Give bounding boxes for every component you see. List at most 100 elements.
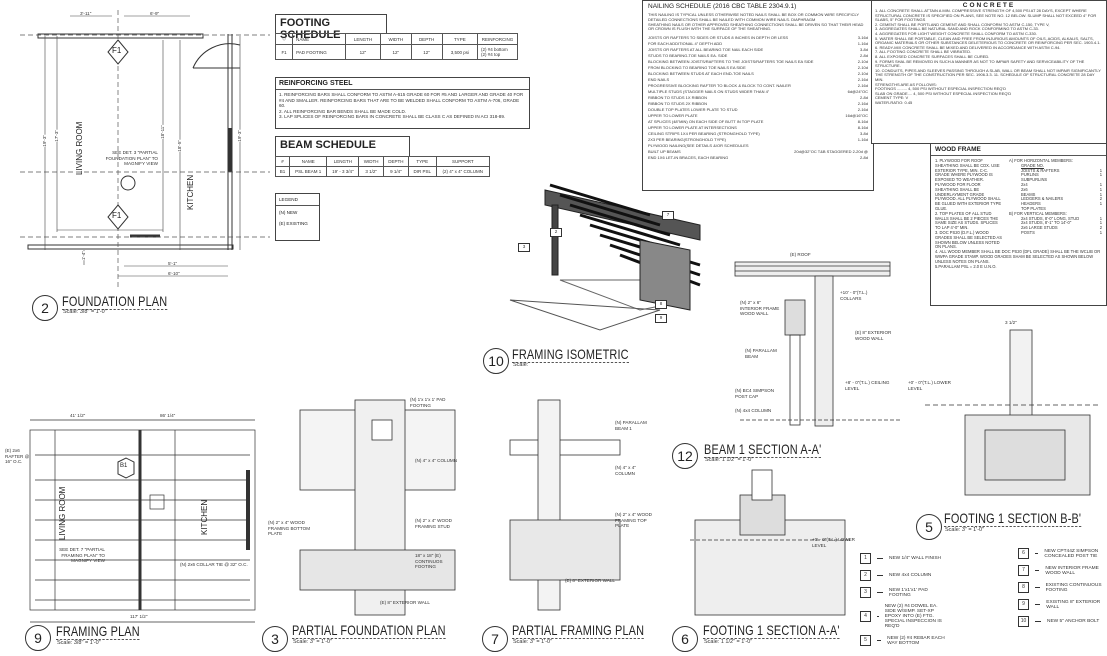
- dimension: 18'-5": [177, 140, 182, 152]
- beam-schedule-title: BEAM SCHEDULE: [275, 136, 410, 157]
- callout: (E) 8" EXTERIOR WALL: [565, 578, 615, 583]
- dimension: 3'-11": [80, 11, 92, 16]
- drawing-title: FOOTING 1 SECTION B-B': [944, 510, 1082, 527]
- keynote-tag: 2: [550, 228, 562, 237]
- keynote-tag: 3: [518, 243, 530, 252]
- cell: 3 1/2": [358, 166, 384, 177]
- callout: (N) PARALLAM BEAM 1: [615, 420, 647, 431]
- keynote-text: NEW 4x4 COLUMN: [889, 573, 932, 578]
- leader-line: [1035, 570, 1040, 571]
- dimension: 5'-1": [168, 261, 178, 266]
- note-line: 10. CONDUITS, PIPES AND SLEEVES PASSING …: [875, 67, 1101, 82]
- grade-item: SUBPURLINS: [1021, 177, 1102, 183]
- cell: 3,500 psi: [441, 44, 479, 60]
- subheading: A) FOR HORIZONTAL MEMBERS:: [1009, 158, 1073, 163]
- dimension: 6'-9": [150, 11, 160, 16]
- section-title: CONCRETE: [962, 2, 1016, 9]
- keynote-text: NEW (2) #4 DOWEL EA. SIDE W/SIMP. SET-XP…: [884, 604, 942, 629]
- nailing-item: FROM BLOCKING TO BEARING TOE NAILS EA SI…: [648, 65, 868, 71]
- item-description: CEILING STRIPS 1X4 PER BEARING (STRONGHO…: [648, 130, 760, 136]
- leader-line: [877, 616, 879, 617]
- dimension: 3 1/2": [1005, 320, 1017, 325]
- item-description: MULTIPLE STUDS (STAGGER NAILS ON STUDS W…: [648, 89, 770, 95]
- drawing-number: 12: [672, 443, 698, 469]
- grade-item: 2x6 1: [1021, 186, 1102, 193]
- nail-spec: 3-16d: [857, 35, 868, 41]
- cell: 12": [344, 44, 382, 60]
- cell: (2) #4 bottom (2) #4 top: [477, 44, 518, 60]
- callout: (N) 1'x 1'x 1' PAD FOOTING: [410, 397, 446, 408]
- cell: DIR PSL: [407, 166, 437, 177]
- drawing-scale: Scale: 1 1/2" = 1'-0": [705, 457, 754, 463]
- callout: +8' - 0"(T.L.) CEILING LEVEL: [845, 380, 890, 391]
- callout: (E) ROOF: [790, 252, 811, 257]
- dimension: 19'-3": [237, 130, 242, 142]
- member: 2x6: [1021, 186, 1028, 192]
- note-line: WATER-RATIO: 0.45: [875, 99, 913, 105]
- cell: (2) 4" x 4" COLUMN: [435, 166, 491, 177]
- dimension: 117' 1/2": [130, 614, 148, 619]
- note-line: CEMENT TYPE: V: [875, 95, 909, 101]
- col-header: DEPTH: [382, 156, 409, 167]
- nail-spec: 3-8d: [859, 47, 868, 53]
- note-line: 9. FORMS SHAL BE REMOVED IN SUCH A MANNE…: [875, 58, 1085, 69]
- note-line: 3. DOC PS20 (D.F.L.) WOOD GRADES SHALL B…: [935, 229, 1002, 250]
- leader-line: [877, 640, 882, 641]
- dimension: 19'-3": [42, 135, 47, 147]
- member: 2x4: [1021, 181, 1028, 187]
- callout: (N) PARALLAM BEAM: [745, 348, 777, 359]
- leader-line: [877, 592, 883, 593]
- nailing-item: AT SPLICES (48"MIN) ON EACH SIDE OF BUTT…: [648, 119, 868, 125]
- item-description: FROM BLOCKING TO BEARING TOE NAILS EA SI…: [648, 65, 746, 71]
- grade: 1: [1099, 229, 1102, 235]
- col-header: WIDTH: [380, 33, 412, 45]
- drawing-scale: Scale: 3" = 1'-0": [293, 639, 333, 645]
- note-line: 1. PLYWOOD FOR ROOF SHEATHING SHALL BE C…: [935, 158, 1002, 211]
- nail-spec: 2-10d: [857, 65, 868, 71]
- nail-spec: 2-8d: [859, 53, 868, 59]
- nailing-item: CEILING STRIPS 1X4 PER BEARING (STRONGHO…: [648, 130, 868, 137]
- nail-spec: 8-16d: [857, 124, 868, 130]
- keynote-number: 7: [1018, 565, 1029, 576]
- callout: +0' - 0"(T.L.) LOWER LEVEL: [908, 380, 951, 391]
- grade: 1: [1099, 186, 1102, 192]
- nailing-item: PROGRESSIVE BLOCKING RAFTER TO BLOCK & B…: [648, 83, 868, 89]
- keynote-number: 3: [860, 587, 871, 598]
- drawing-scale: Scale:: [513, 362, 529, 368]
- item-description: UPPER TO LOWER PLATE: [648, 112, 698, 118]
- keynote-text: NEW CPT44Z SIMPSON CONCEALED POST TIE: [1044, 548, 1099, 559]
- nailing-item: JOISTS OR RAFTERS AT ALL BEARING TOE NAI…: [648, 47, 868, 53]
- item-description: FOR EACH ADDITIONAL 4" DEPTH ADD: [648, 41, 723, 47]
- drawing-number: 7: [482, 626, 508, 652]
- dimension: 41' 1/2": [70, 413, 86, 418]
- callout: (N) BC4 SIMPSON POST CAP: [735, 388, 775, 399]
- member: JOISTS & RAFTERS: [1021, 167, 1060, 173]
- item-description: RIBBON TO STUDS 2X RIBBON: [648, 101, 707, 107]
- drawing-title: FRAMING PLAN: [56, 623, 140, 640]
- cell: 12": [380, 44, 412, 60]
- callout: (N) 4" x 4" COLUMN: [415, 458, 458, 463]
- keynote-text: NEW 5" ANCHOR BOLT: [1047, 619, 1100, 624]
- leader-line: [1035, 587, 1040, 588]
- keynote-number: 1: [860, 553, 871, 564]
- room-label-kitchen: KITCHEN: [200, 499, 209, 535]
- col-header: NAME: [289, 156, 328, 167]
- member: PURLINS: [1021, 172, 1039, 178]
- callout: (N) 4x4 COLUMN: [735, 408, 772, 413]
- keynote-text: NEW (2) #4 REBAR EACH WAY BOTTOM: [887, 635, 945, 646]
- note-line: SLAB ON GRADE.... 4, 500 PSI WITHOUT ESP…: [875, 90, 1012, 96]
